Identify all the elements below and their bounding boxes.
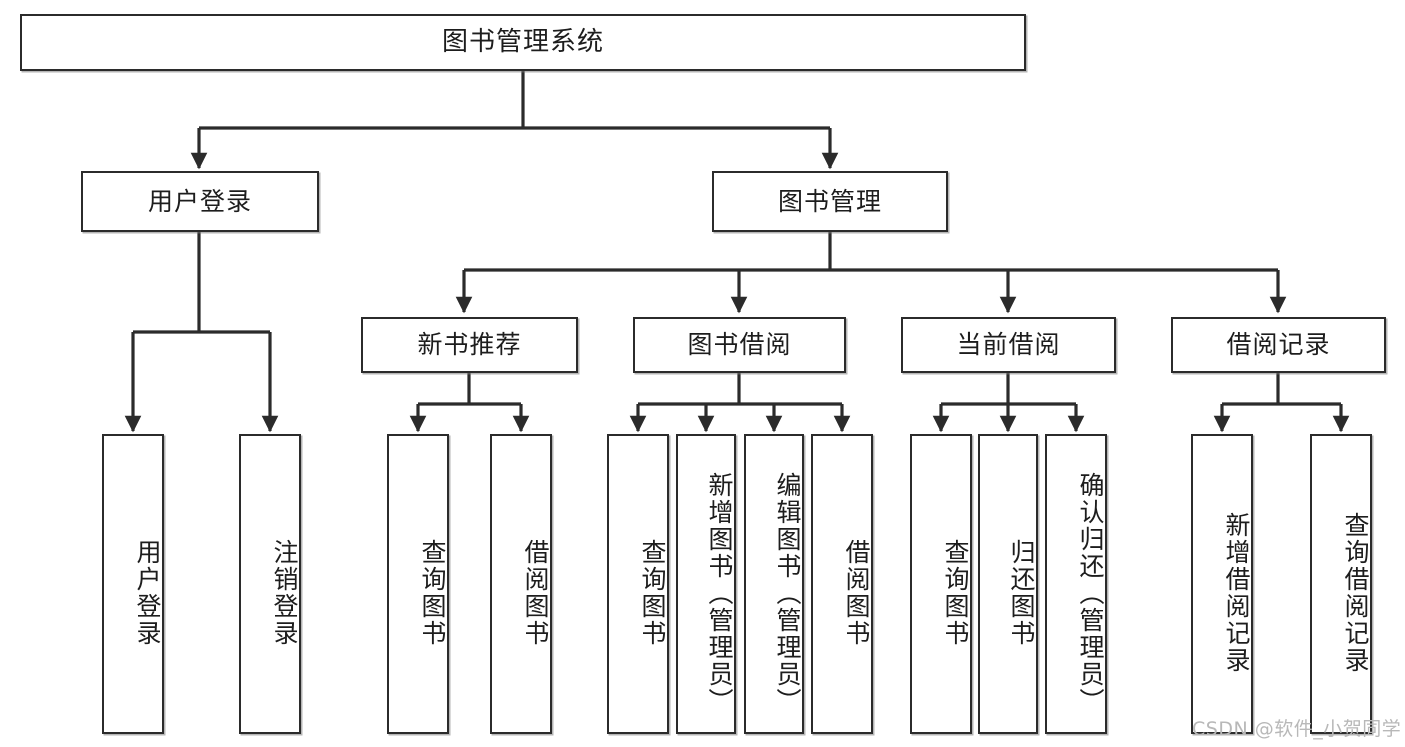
node-leaf-user-login[interactable]: 用户登录 xyxy=(102,434,164,734)
node-book-borrow[interactable]: 图书借阅 xyxy=(633,317,846,373)
node-leaf-confirm-return-admin[interactable]: 确认归还（管理员） xyxy=(1045,434,1107,734)
node-leaf-user-logout[interactable]: 注销登录 xyxy=(239,434,301,734)
csdn-watermark: CSDN @软件_小贺同学 xyxy=(1192,718,1402,740)
node-book-manage[interactable]: 图书管理 xyxy=(712,171,948,232)
node-new-book-rec[interactable]: 新书推荐 xyxy=(361,317,578,373)
node-leaf-query-book-recommend[interactable]: 查询图书 xyxy=(387,434,449,734)
node-borrow-record[interactable]: 借阅记录 xyxy=(1171,317,1386,373)
node-leaf-borrow-book-borrow[interactable]: 借阅图书 xyxy=(811,434,873,734)
node-current-borrow[interactable]: 当前借阅 xyxy=(901,317,1116,373)
node-leaf-add-book-admin[interactable]: 新增图书（管理员） xyxy=(676,434,736,734)
node-user-login[interactable]: 用户登录 xyxy=(81,171,319,232)
node-leaf-query-book-current[interactable]: 查询图书 xyxy=(910,434,972,734)
node-root-system[interactable]: 图书管理系统 xyxy=(20,14,1026,71)
node-leaf-query-borrow-record[interactable]: 查询借阅记录 xyxy=(1310,434,1372,734)
node-leaf-borrow-book-recommend[interactable]: 借阅图书 xyxy=(490,434,552,734)
node-leaf-query-book-borrow[interactable]: 查询图书 xyxy=(607,434,669,734)
node-leaf-edit-book-admin[interactable]: 编辑图书（管理员） xyxy=(744,434,804,734)
node-leaf-return-book[interactable]: 归还图书 xyxy=(978,434,1038,734)
node-leaf-add-borrow-record[interactable]: 新增借阅记录 xyxy=(1191,434,1253,734)
